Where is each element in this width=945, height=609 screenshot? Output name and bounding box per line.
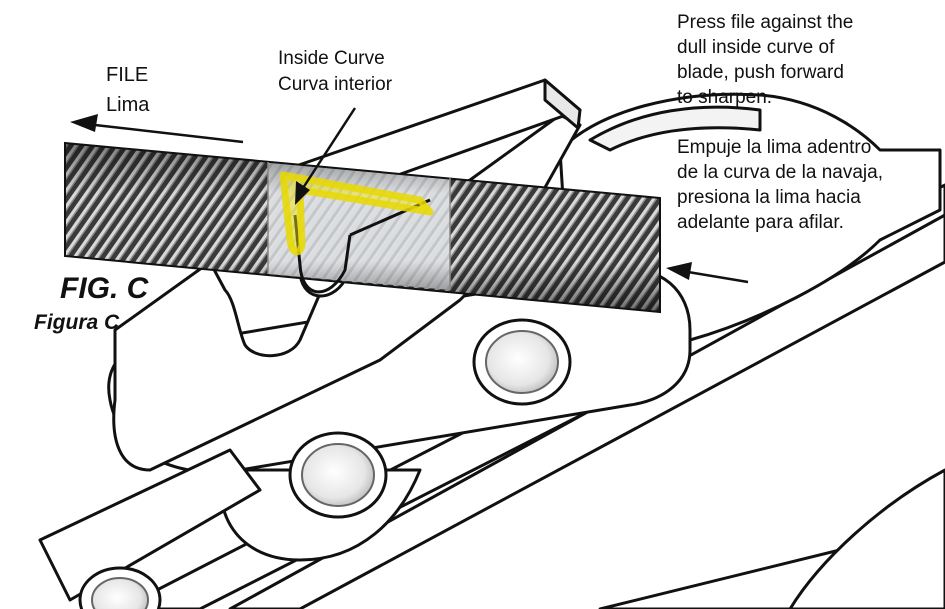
instruction-spanish: Empuje la lima adentro de la curva de la… bbox=[677, 137, 883, 233]
rivet bbox=[78, 318, 572, 609]
figure-subtitle: Figura C bbox=[34, 311, 120, 334]
push-arrow bbox=[666, 262, 749, 284]
file-label-en: FILE bbox=[106, 64, 149, 86]
cutter-tooth-front bbox=[293, 198, 431, 294]
inside-curve-label-en: Inside Curve bbox=[278, 48, 385, 69]
instruction-english: Press file against the dull inside curve… bbox=[677, 12, 854, 108]
file-label-es: Lima bbox=[106, 94, 150, 116]
inside-curve-label-es: Curva interior bbox=[278, 74, 393, 95]
figure-title: FIG. C bbox=[60, 272, 149, 305]
file-label: FILE Lima bbox=[106, 60, 149, 120]
inside-curve-label: Inside Curve Curva interior bbox=[278, 46, 392, 98]
inside-curve-pointer-arrow bbox=[295, 107, 357, 205]
file-direction-arrow bbox=[70, 114, 244, 144]
sharpening-file bbox=[64, 141, 661, 314]
lower-cutter-tooth bbox=[598, 468, 945, 609]
